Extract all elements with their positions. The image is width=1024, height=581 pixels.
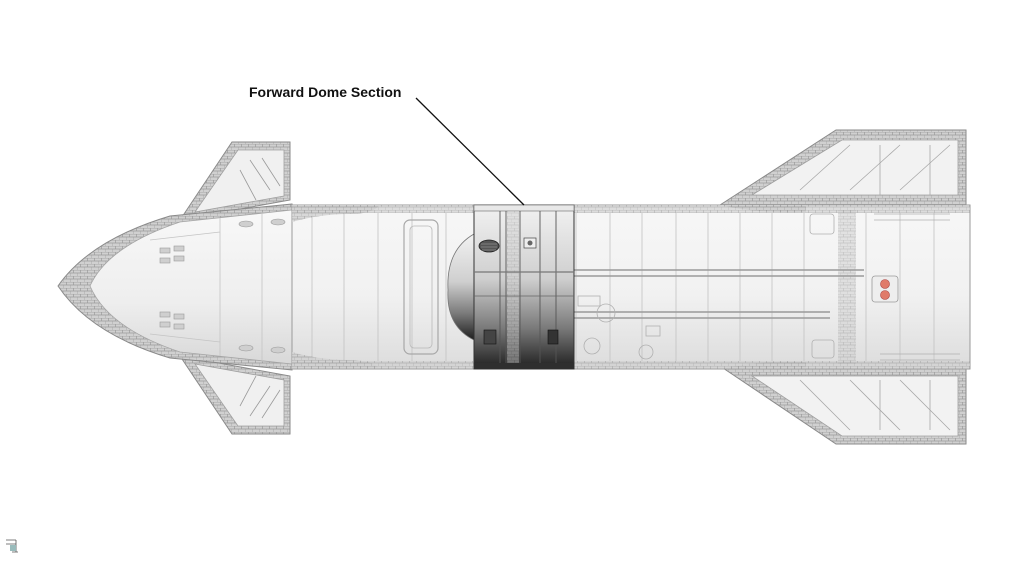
callout-label: Forward Dome Section <box>249 84 402 100</box>
forward-flap-top <box>178 141 291 221</box>
forward-dome-section <box>447 204 575 370</box>
aft-flap-top <box>718 129 967 206</box>
callout-leader-line <box>415 97 525 206</box>
nose-cone <box>57 203 293 371</box>
aft-flap-bottom <box>718 365 967 445</box>
forward-flap-bottom <box>178 355 291 435</box>
indicator-lights-icon <box>871 275 899 303</box>
main-hull <box>291 204 971 370</box>
corner-mark-icon <box>6 539 18 553</box>
dome-porthole-icon <box>478 239 500 253</box>
